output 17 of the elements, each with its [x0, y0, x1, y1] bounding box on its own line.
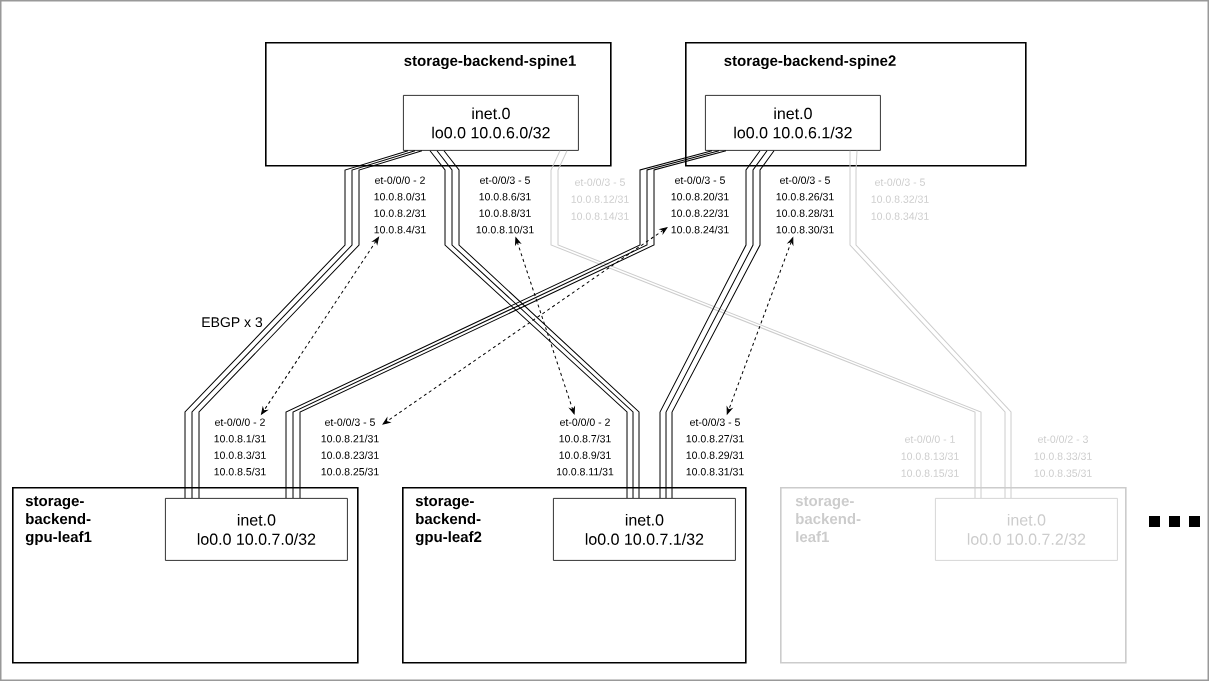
interface-label: et-0/0/3 - 5 10.0.8.27/31 10.0.8.29/31 10.0.8.31/31 [686, 418, 744, 476]
session-arrow [382, 227, 668, 425]
interface-label: et-0/0/3 - 5 10.0.8.21/31 10.0.8.23/31 10.0.8.25/31 [321, 418, 379, 476]
routing-table-box: inet.0 lo0.0 10.0.7.1/32 [553, 498, 736, 561]
interface-label: et-0/0/3 - 5 10.0.8.6/31 10.0.8.8/31 10.0.8.10/31 [476, 176, 534, 234]
interface-label: et-0/0/3 - 5 10.0.8.26/31 10.0.8.28/31 10.0.8.30/31 [776, 176, 834, 234]
interface-label: et-0/0/0 - 2 10.0.8.7/31 10.0.8.9/31 10.0.8.11/31 [557, 418, 614, 476]
session-arrow [261, 236, 379, 415]
session-arrow [515, 237, 575, 415]
interface-label: et-0/0/3 - 5 10.0.8.20/31 10.0.8.22/31 10.0.8.24/31 [671, 176, 729, 234]
interface-label: et-0/0/0 - 2 10.0.8.1/31 10.0.8.3/31 10.0.8.5/31 [214, 418, 266, 476]
routing-table-box: inet.0 lo0.0 10.0.7.0/32 [165, 498, 348, 561]
routing-table-box: inet.0 lo0.0 10.0.6.0/32 [403, 95, 579, 151]
protocol-label: EBGP x 3 [202, 317, 263, 328]
routing-table-box: inet.0 lo0.0 10.0.6.1/32 [705, 95, 881, 151]
interface-label: et-0/0/0 - 2 10.0.8.0/31 10.0.8.2/31 10.0.8.4/31 [374, 176, 426, 234]
session-arrow [726, 237, 794, 415]
